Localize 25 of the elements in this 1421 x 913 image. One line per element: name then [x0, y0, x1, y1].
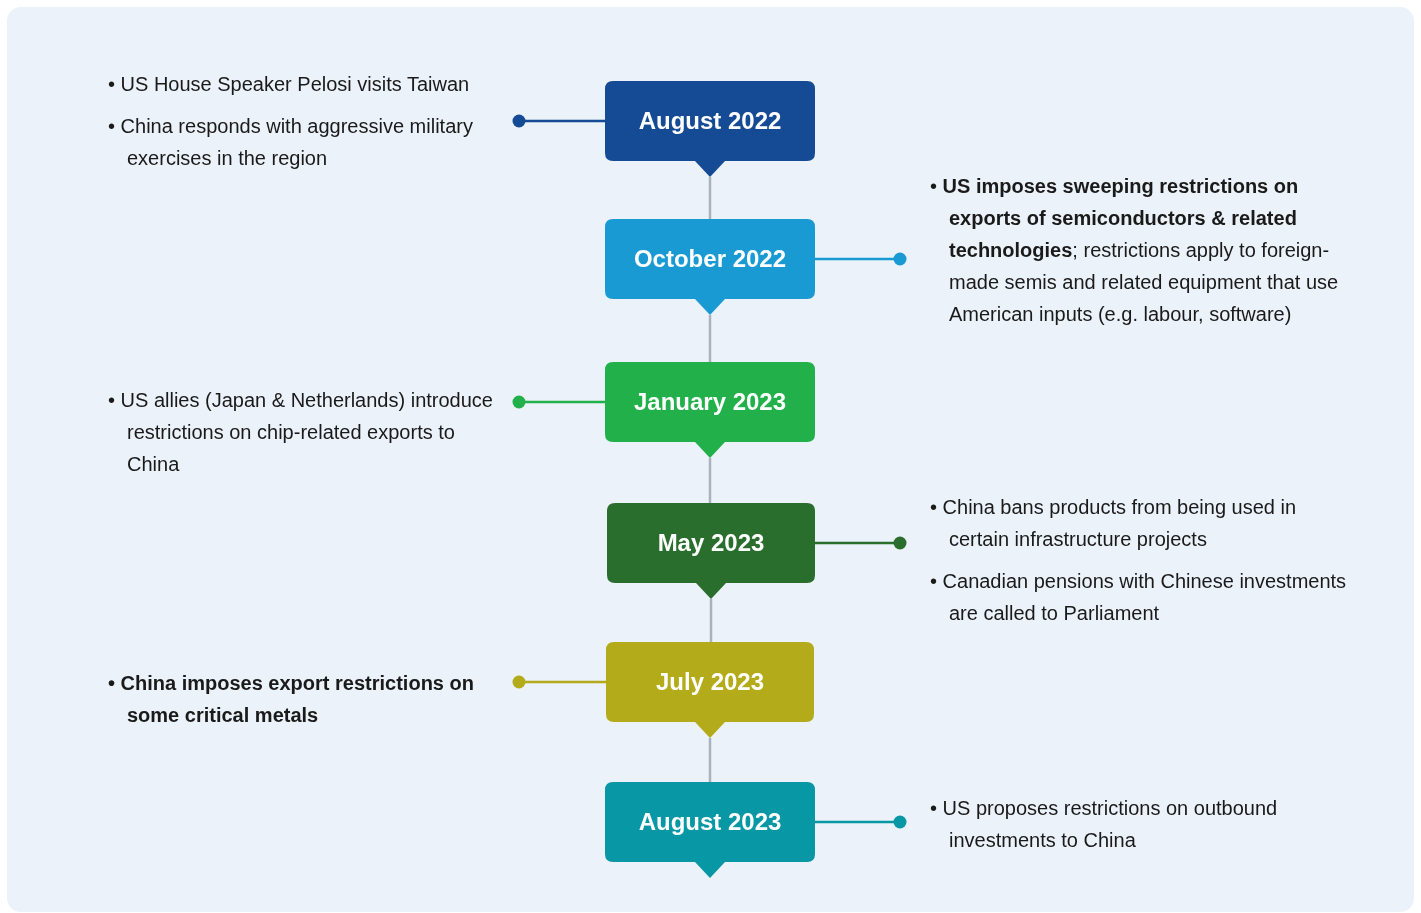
event-description: • China bans products from being used in certain infrastructure projects — [930, 495, 1298, 552]
event-description: • China responds with aggressive military exercises in the region — [108, 114, 474, 171]
event-description: • Canadian pensions with Chinese investments are called to Parliament — [930, 569, 1348, 626]
leader-line — [815, 815, 907, 829]
date-callout-box: August 2023 — [605, 782, 815, 878]
date-callout-box: May 2023 — [607, 503, 815, 599]
event-description: • US House Speaker Pelosi visits Taiwan — [108, 72, 471, 97]
event-description: • US proposes restrictions on outbound investments to China — [930, 796, 1279, 853]
timeline-connector — [708, 458, 712, 503]
leader-line — [512, 395, 605, 409]
timeline-connector — [709, 599, 713, 642]
leader-line — [815, 252, 907, 266]
timeline-connector — [708, 315, 712, 362]
event-description: • China imposes export restrictions on some critical metals — [108, 671, 475, 728]
leader-line — [512, 675, 606, 689]
timeline-connector — [708, 738, 712, 782]
event-description: • US allies (Japan & Netherlands) introduce restrictions on chip-related exports to China — [108, 388, 494, 477]
date-callout-box: July 2023 — [606, 642, 814, 738]
leader-line — [815, 536, 907, 550]
date-callout-box: October 2022 — [605, 219, 815, 315]
event-description: • US imposes sweeping restrictions on exports of semiconductors & related technologies; restrictions apply to foreign-made semis and related equipment that use American inputs (e.g. labour, software) — [930, 174, 1340, 327]
date-callout-box: August 2022 — [605, 81, 815, 177]
date-callout-box: January 2023 — [605, 362, 815, 458]
timeline-connector — [708, 177, 712, 219]
leader-line — [512, 114, 605, 128]
